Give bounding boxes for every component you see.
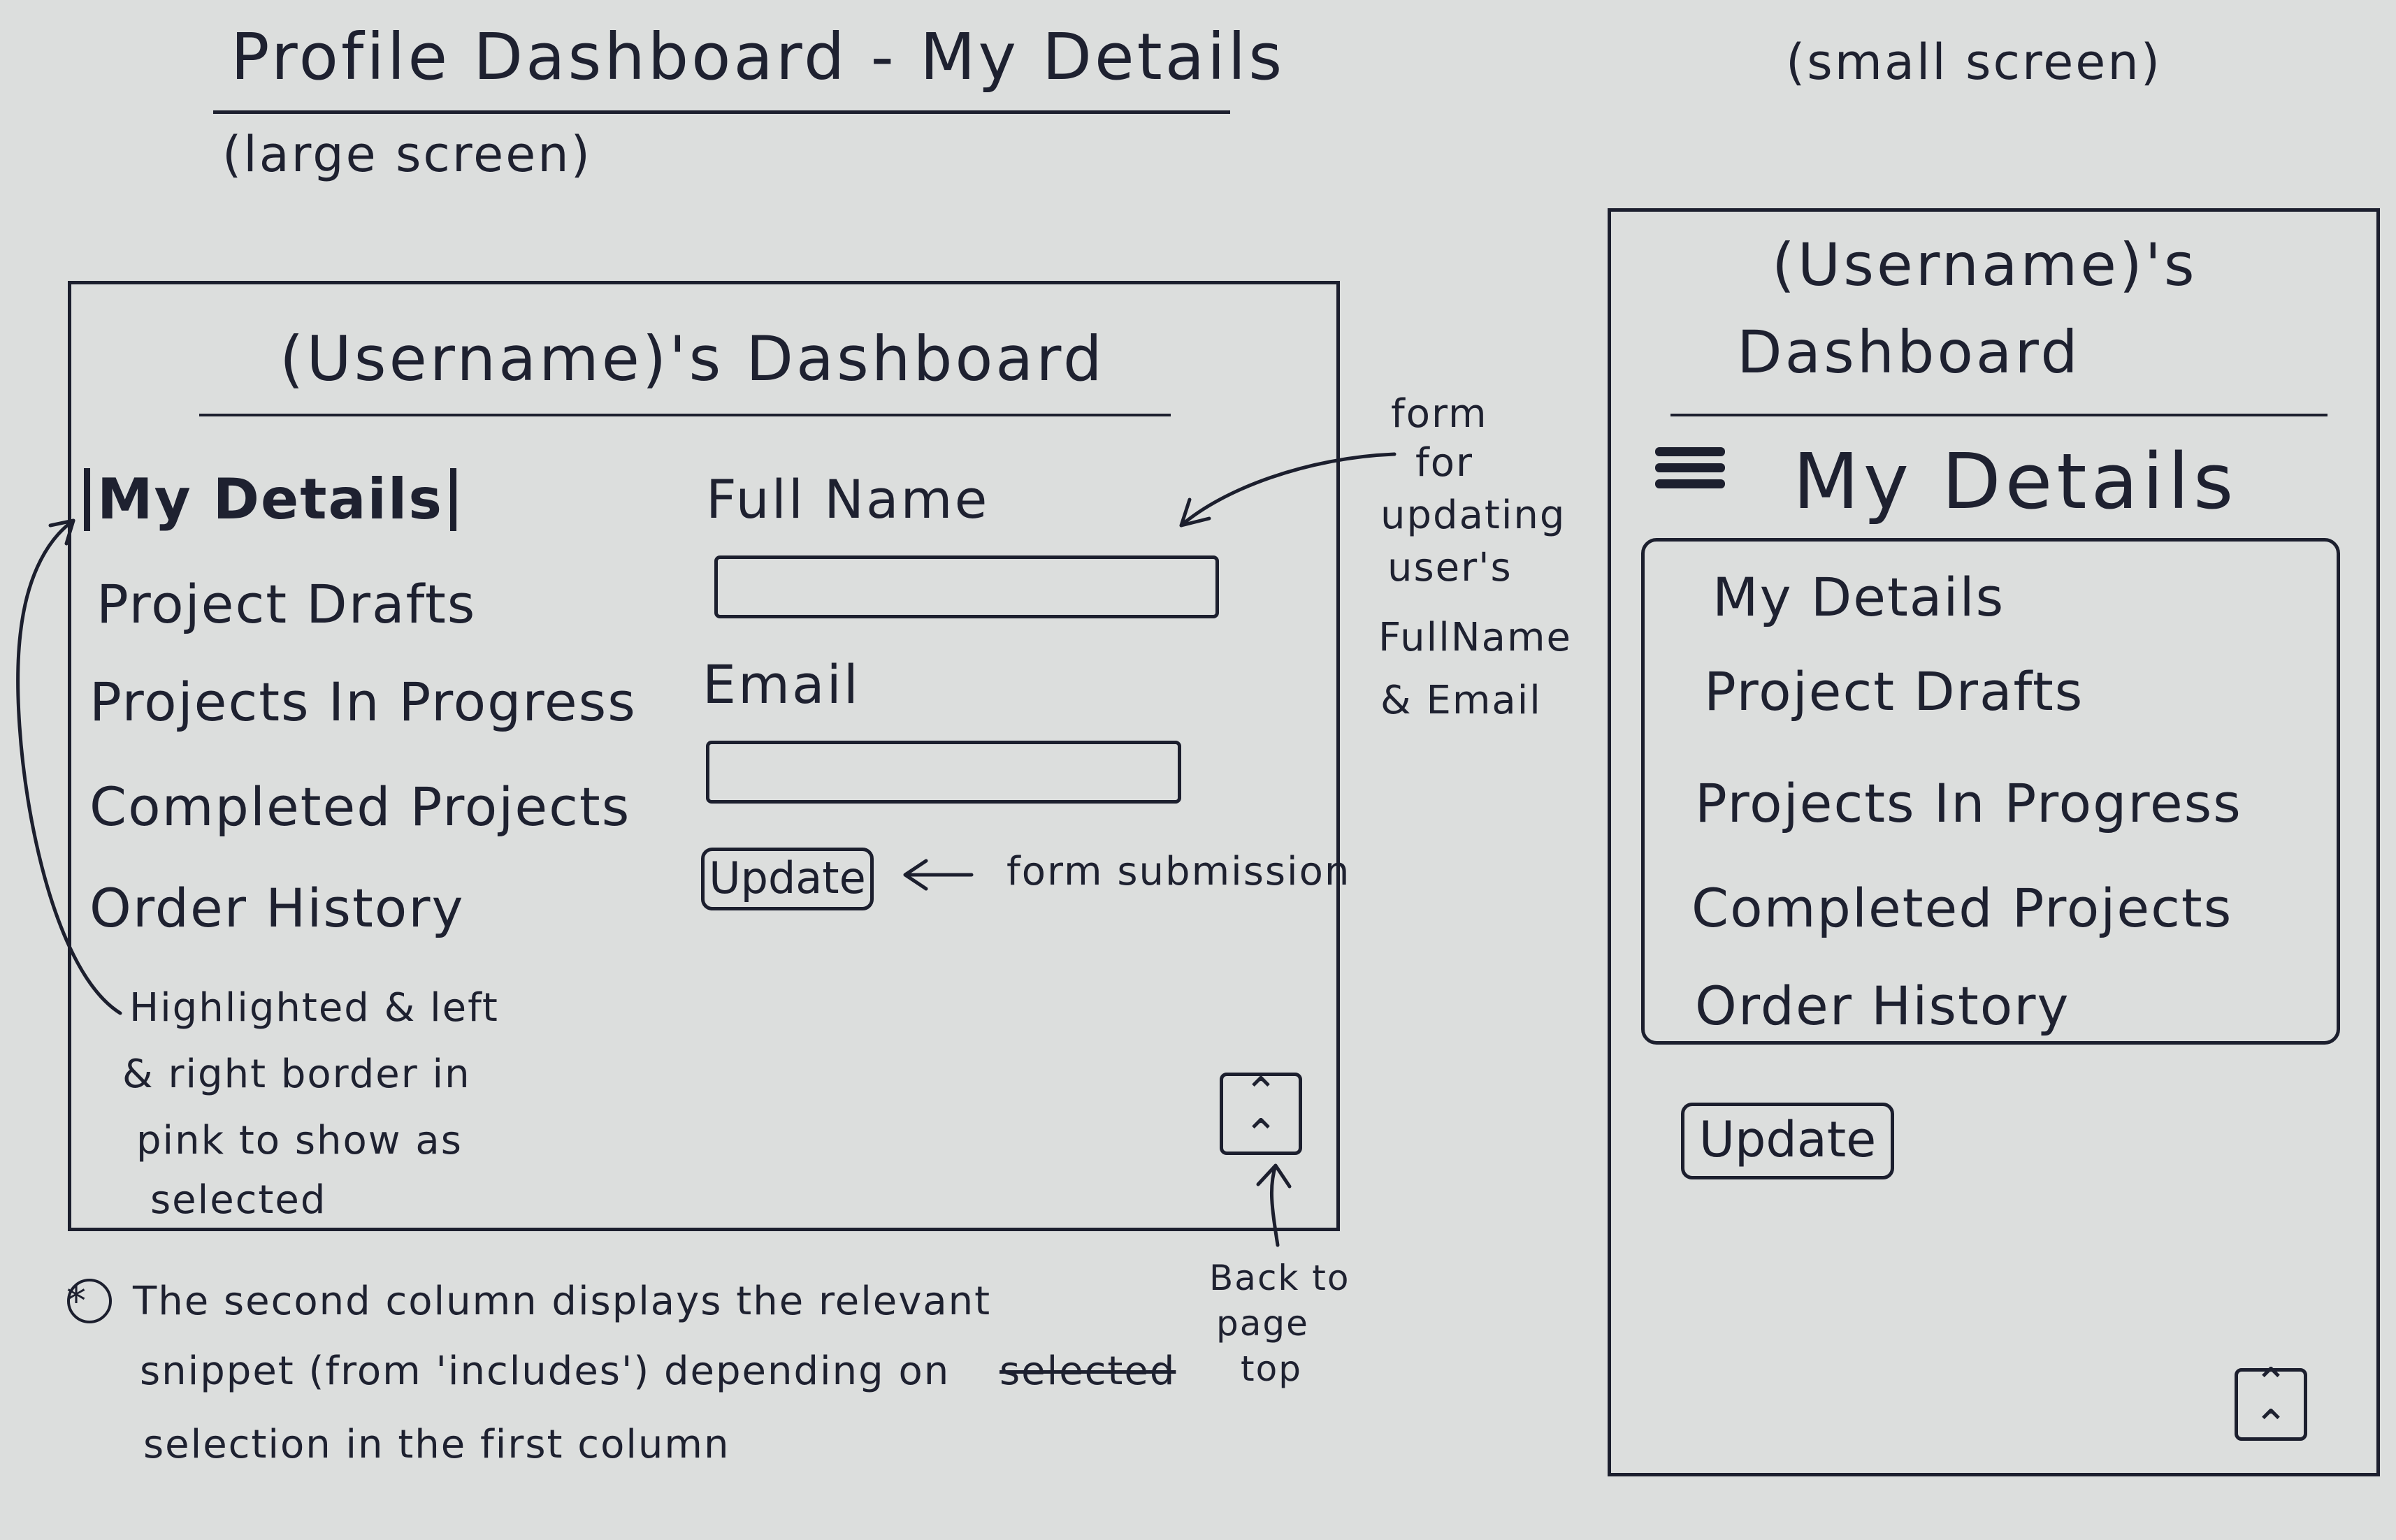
footnote-line-1: The second column displays the relevant (133, 1279, 992, 1324)
update-button[interactable]: Update (701, 848, 874, 910)
form-note-line-2: for (1415, 440, 1473, 486)
highlight-arrowhead (48, 518, 75, 546)
title-underline (213, 110, 1230, 114)
large-header-underline (199, 414, 1171, 416)
dropdown-item-order-history[interactable]: Order History (1695, 975, 2070, 1037)
submit-note: form submission (1006, 849, 1351, 894)
back-to-top-note-line-3: top (1241, 1349, 1302, 1389)
highlight-note-line-1: Highlighted & left (129, 985, 499, 1031)
dropdown-menu (1641, 538, 2340, 1045)
full-name-input[interactable] (714, 555, 1219, 618)
small-dashboard-header-line-2: Dashboard (1737, 318, 2081, 386)
small-screen-frame (1608, 208, 2380, 1476)
back-to-top-button[interactable]: ⌃⌃ (1220, 1068, 1302, 1159)
footnote-struck-word: selected (999, 1349, 1176, 1394)
form-note-line-3: updating (1380, 493, 1566, 538)
form-note-arrowhead (1179, 497, 1211, 528)
form-note-arrow (1179, 452, 1397, 528)
form-note-line-1: form (1391, 391, 1488, 437)
highlight-note-line-4: selected (150, 1177, 327, 1223)
back-to-top-arrow (1256, 1163, 1292, 1247)
menu-item-order-history[interactable]: Order History (89, 877, 465, 939)
menu-item-completed-projects[interactable]: Completed Projects (89, 776, 631, 838)
footnote-marker-circle (67, 1279, 112, 1323)
back-to-top-note-line-2: page (1216, 1303, 1309, 1344)
menu-item-projects-in-progress[interactable]: Projects In Progress (89, 671, 637, 733)
form-note-line-6: & Email (1380, 678, 1542, 723)
dropdown-item-project-drafts[interactable]: Project Drafts (1704, 660, 2084, 722)
dropdown-item-projects-in-progress[interactable]: Projects In Progress (1695, 772, 2242, 834)
dropdown-item-completed-projects[interactable]: Completed Projects (1691, 877, 2233, 939)
form-note-line-4: user's (1387, 545, 1513, 590)
full-name-label: Full Name (706, 468, 990, 530)
small-screen-subtitle: (small screen) (1786, 34, 2163, 91)
small-dashboard-header-line-1: (Username)'s (1772, 231, 2197, 299)
highlight-note-line-3: pink to show as (136, 1118, 463, 1163)
footnote-line-2: snippet (from 'includes') depending on (140, 1349, 951, 1394)
large-screen-subtitle: (large screen) (222, 126, 592, 183)
menu-item-project-drafts[interactable]: Project Drafts (96, 573, 477, 635)
large-dashboard-header: (Username)'s Dashboard (280, 323, 1105, 395)
highlight-note-line-2: & right border in (122, 1052, 471, 1097)
form-note-line-5: FullName (1378, 615, 1572, 660)
chevron-double-up-icon: ⌃⌃ (2253, 1359, 2289, 1450)
small-back-to-top-button[interactable]: ⌃⌃ (2235, 1363, 2307, 1446)
chevron-double-up-icon: ⌃⌃ (1243, 1068, 1279, 1159)
menu-item-my-details-selected[interactable]: My Details (84, 468, 456, 531)
highlight-arrow (16, 518, 122, 1015)
email-input[interactable] (706, 741, 1181, 804)
small-update-button[interactable]: Update (1681, 1103, 1894, 1179)
large-screen-frame (68, 281, 1340, 1231)
dropdown-item-my-details[interactable]: My Details (1712, 566, 2005, 628)
submit-arrow (903, 859, 974, 891)
page-title: Profile Dashboard - My Details (231, 20, 1285, 94)
back-to-top-note-line-1: Back to (1209, 1258, 1350, 1298)
small-header-underline (1670, 414, 2328, 416)
footnote-line-3: selection in the first column (143, 1422, 730, 1467)
dropdown-current-selection[interactable]: My Details (1793, 437, 2238, 526)
hamburger-icon[interactable] (1655, 447, 1725, 496)
email-label: Email (702, 653, 860, 715)
